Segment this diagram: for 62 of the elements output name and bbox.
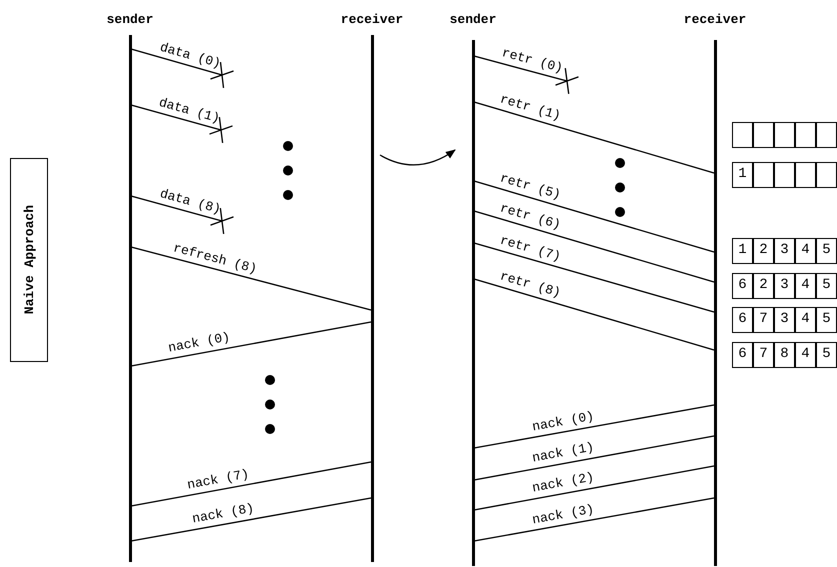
message-line xyxy=(130,321,372,367)
buffer-slot-number: 4 xyxy=(795,307,816,333)
edge-label: retr (8) xyxy=(498,269,562,301)
message-line xyxy=(474,278,714,351)
buffer-slot-number: 4 xyxy=(795,238,816,264)
buffer-slot-number: 7 xyxy=(753,307,774,333)
title-box xyxy=(10,158,48,362)
edge-label: nack (7) xyxy=(186,467,250,492)
buffer-slot-number: 3 xyxy=(774,273,795,299)
buffer-slot-number: 1 xyxy=(732,162,753,188)
edge-label: retr (5) xyxy=(498,171,562,203)
edge-label: nack (2) xyxy=(532,470,596,496)
edge-label: nack (0) xyxy=(167,330,231,356)
edge-label: retr (0) xyxy=(500,46,565,76)
message-line xyxy=(474,242,714,313)
lost-message-line xyxy=(130,104,234,144)
message-line xyxy=(130,497,372,542)
lost-message-line xyxy=(130,195,234,235)
message-line xyxy=(474,435,714,481)
buffer-slot-number: 3 xyxy=(774,238,795,264)
lost-message-line xyxy=(130,48,234,89)
buffer-slot-number: 5 xyxy=(816,238,837,264)
message-line xyxy=(474,497,714,542)
edge-label: retr (7) xyxy=(498,233,562,264)
lifeline-header: sender xyxy=(448,12,498,28)
buffer-slot-number: 4 xyxy=(795,342,816,368)
message-line xyxy=(130,461,372,507)
lifeline-header: receiver xyxy=(340,12,404,28)
buffer-slot-number: 6 xyxy=(732,273,753,299)
edge-label: nack (0) xyxy=(532,409,596,434)
message-line xyxy=(474,101,714,174)
message-line xyxy=(474,210,714,283)
lifeline-header: sender xyxy=(106,12,154,28)
buffer-slot-number: 6 xyxy=(732,307,753,333)
buffer-slot-number: 4 xyxy=(795,273,816,299)
buffer-slot-number: 1 xyxy=(732,238,753,264)
message-line xyxy=(474,465,714,511)
lifeline-header: receiver xyxy=(682,12,748,28)
curved-arrow xyxy=(380,149,456,166)
buffer-slot-number: 5 xyxy=(816,342,837,368)
edge-label: retr (6) xyxy=(498,201,562,233)
message-line xyxy=(474,404,714,449)
edge-label: nack (3) xyxy=(532,502,596,528)
message-line xyxy=(130,246,372,311)
buffer-slot-number: 5 xyxy=(816,273,837,299)
edge-label: refresh (8) xyxy=(172,241,258,276)
edge-label: retr (1) xyxy=(498,92,562,124)
edge-label: data (1) xyxy=(158,96,222,126)
edge-label: data (8) xyxy=(158,186,222,217)
message-line xyxy=(474,180,714,253)
buffer-slot-number: 8 xyxy=(774,342,795,368)
buffer-slot-number: 2 xyxy=(753,238,774,264)
lost-message-line xyxy=(474,55,580,95)
edge-label: nack (8) xyxy=(191,502,255,527)
buffer-slot-number: 2 xyxy=(753,273,774,299)
buffer-slot-number: 3 xyxy=(774,307,795,333)
buffer-slot-number: 7 xyxy=(753,342,774,368)
edge-label: data (0) xyxy=(158,40,222,71)
buffer-slot-number: 5 xyxy=(816,307,837,333)
vertical-heading: Naive Approach xyxy=(22,205,36,315)
edge-label: nack (1) xyxy=(532,440,596,466)
buffer-slot-number: 6 xyxy=(732,342,753,368)
